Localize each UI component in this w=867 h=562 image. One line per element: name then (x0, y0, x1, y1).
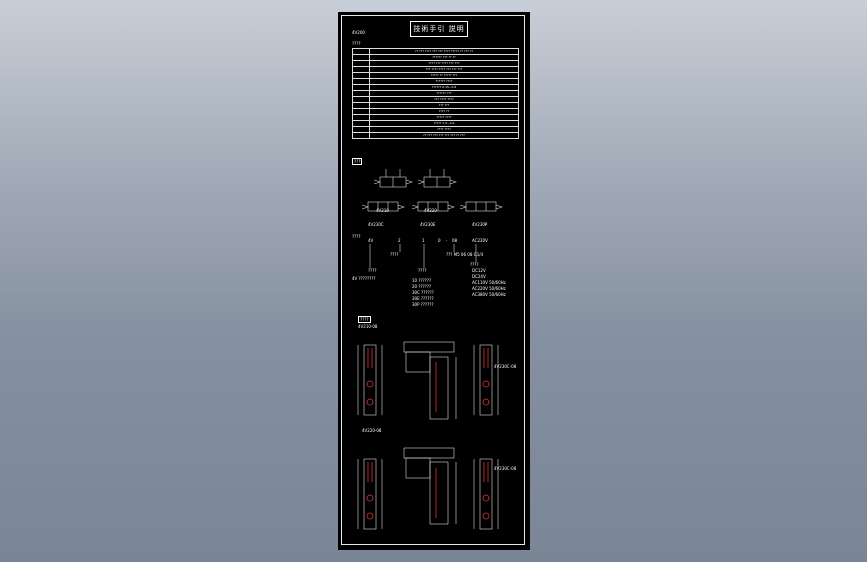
symbol-label: 4V230E (420, 222, 436, 227)
valve-body-outline (363, 344, 377, 416)
dims-model-label: 4V220-08 (362, 428, 382, 433)
order-name: ???? (470, 262, 479, 267)
page-title: 技術手引 説明 (410, 21, 468, 37)
red-details (366, 348, 490, 520)
spec-cell: ?? ??? ??? ??? ??? ??? ?? ??? (369, 132, 519, 139)
valve-body-outline (479, 458, 493, 530)
order-line: 30E ?????? (412, 296, 434, 301)
voltage-option: AC380V 50/60Hz (472, 292, 506, 297)
order-line: 4V ???????? (352, 276, 376, 281)
voltage-option: AC220V 50/60Hz (472, 286, 506, 291)
drawing-frame (341, 15, 525, 545)
valve-symbol-box (465, 201, 497, 212)
order-code: 2 (398, 238, 401, 243)
symbol-label: 4V230P (472, 222, 488, 227)
section-dims-label: ???? (358, 316, 371, 323)
order-name: ???? (418, 268, 427, 273)
dims-model-label: 4V210-08 (358, 324, 378, 329)
valve-body-outline (429, 356, 449, 420)
drawing-sheet: 技術手引 説明 4V200 ???? ?? ??? ???? ??? ??? ?… (338, 12, 530, 550)
dims-side-label: 4V230C-08 (494, 466, 517, 471)
valve-body-outline (429, 461, 449, 525)
order-name: ???? (368, 268, 377, 273)
symbol-label: 4V220 (424, 208, 437, 213)
symbol-label: 4V210 (376, 208, 389, 213)
order-line: 30C ?????? (412, 290, 434, 295)
order-code: 08 (452, 238, 458, 243)
symbol-label: 4V230C (368, 222, 384, 227)
order-line: 30P ?????? (412, 302, 434, 307)
order-name: ???? (390, 252, 399, 257)
voltage-option: DC12V (472, 268, 486, 273)
order-port: ??? M5 06 08 G1/4 (446, 252, 484, 257)
valve-symbol-box (417, 201, 449, 212)
dims-side-label: 4V230C-08 (494, 364, 517, 369)
order-code: 1 (422, 238, 425, 243)
model-label: 4V200 (352, 30, 365, 35)
order-code: 0 (438, 238, 441, 243)
valve-body-outline (363, 458, 377, 530)
order-code: 4V (368, 238, 374, 243)
section-order-label: ???? (352, 234, 361, 239)
order-code: AC220V (472, 238, 488, 243)
voltage-option: DC24V (472, 274, 486, 279)
dimension-drawings (357, 341, 499, 530)
section-specs-label: ???? (352, 41, 361, 46)
valve-symbol-box (367, 201, 399, 212)
order-code: - (446, 238, 448, 243)
voltage-option: AC110V 50/60Hz (472, 280, 506, 285)
order-line: 10 ?????? (412, 278, 432, 283)
valve-body-outline (479, 344, 493, 416)
spec-table: ?? ??? ???? ??? ??? ???? ????? ?? ??? ??… (352, 48, 519, 139)
valve-symbols (361, 169, 503, 268)
section-symbols-label: ??? (352, 158, 363, 165)
drawing-linework (357, 169, 503, 530)
order-line: 20 ?????? (412, 284, 432, 289)
